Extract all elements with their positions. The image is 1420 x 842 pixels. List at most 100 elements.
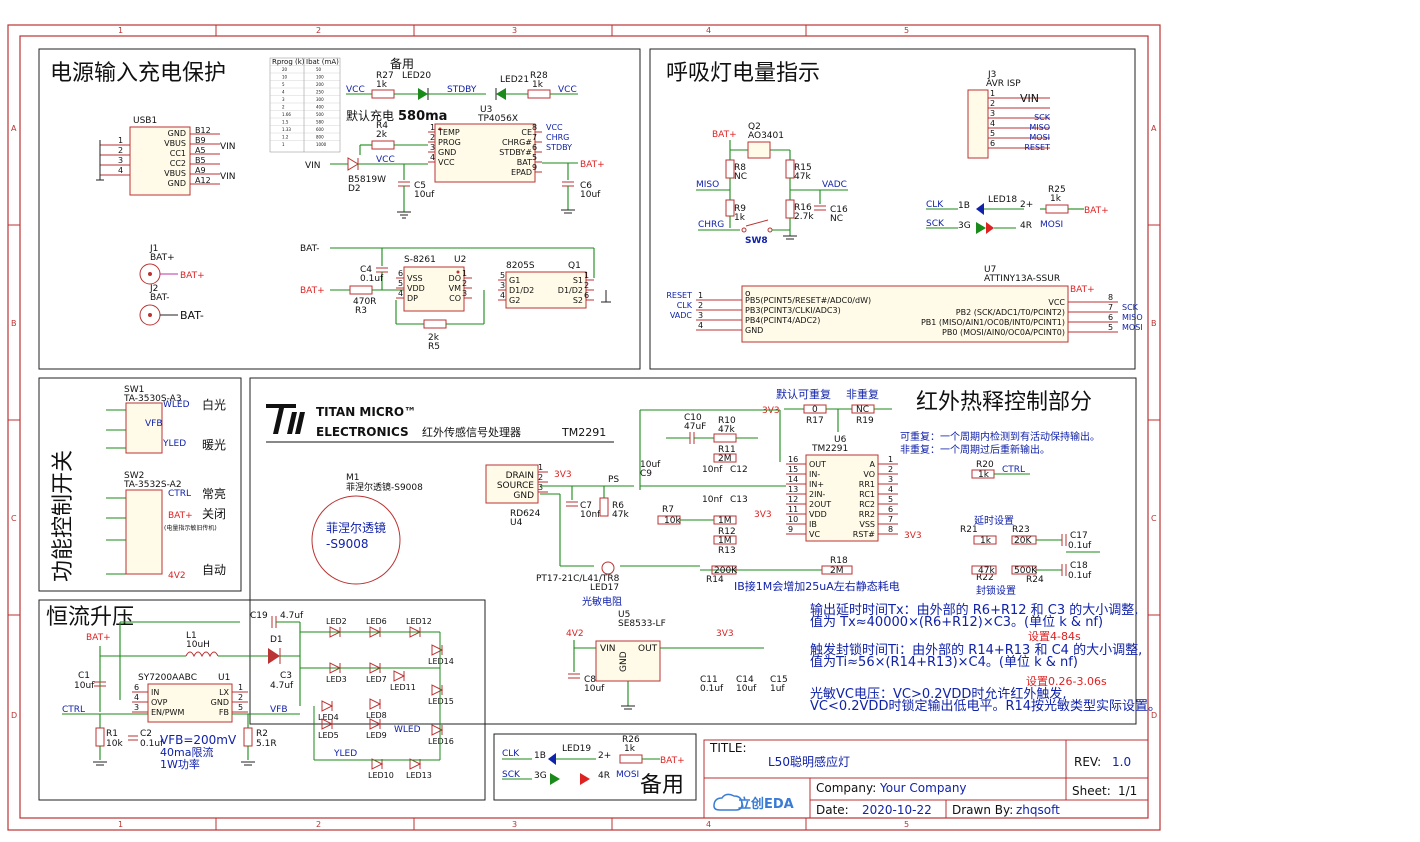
- col-label: 5: [904, 26, 909, 35]
- pin-name: VCC: [1048, 298, 1065, 307]
- svg-text:R21: R21: [960, 525, 978, 535]
- svg-text:C17: C17: [1070, 531, 1088, 541]
- svg-text:4R: 4R: [1020, 221, 1032, 231]
- col-label: 4: [706, 820, 711, 829]
- svg-text:R6: R6: [612, 501, 624, 511]
- svg-text:暖光: 暖光: [202, 438, 226, 452]
- svg-text:2.7k: 2.7k: [794, 212, 814, 222]
- net-label: VIN: [1020, 92, 1039, 105]
- net-vcc: VCC: [346, 85, 365, 95]
- frame-labels: 1 2 3 4 5 1 2 3 4 5 A B C D A B C D: [11, 26, 1157, 829]
- pin-number: 1: [584, 271, 589, 280]
- svg-text:C8: C8: [584, 675, 596, 685]
- pin-name: DP: [407, 294, 418, 303]
- pin-number: 1: [990, 89, 995, 98]
- pin-name: GND: [438, 148, 456, 157]
- svg-text:U2: U2: [454, 255, 466, 265]
- svg-text:10uf: 10uf: [736, 684, 757, 694]
- svg-text:S-8261: S-8261: [404, 255, 436, 265]
- svg-text:R27: R27: [376, 71, 394, 81]
- col-label: 4: [706, 26, 711, 35]
- pin-name: RC1: [859, 490, 875, 499]
- svg-text:BAT+: BAT+: [180, 271, 205, 281]
- led-ref: LED15: [428, 697, 454, 706]
- pin-name: RR2: [859, 510, 875, 519]
- pin-name: CC2: [170, 159, 186, 168]
- pin-number: 3: [698, 311, 703, 320]
- svg-text:SW2: SW2: [124, 471, 144, 481]
- gnd-symbol: [783, 235, 797, 240]
- svg-text:VIN: VIN: [220, 142, 236, 152]
- pin-number: 6: [134, 683, 139, 692]
- col-label: 2: [316, 820, 321, 829]
- pin-number: 1: [118, 136, 123, 145]
- ir-panel: [249, 377, 1137, 725]
- pin-name: PB1 (MISO/AIN1/OC0B/INT0/PCINT1): [921, 318, 1065, 327]
- svg-text:1k: 1k: [376, 80, 388, 90]
- table-cell: 1.66: [282, 112, 291, 117]
- pin-number: 2: [538, 473, 543, 482]
- pin-name: GND: [168, 179, 186, 188]
- table-cell: 1.33: [282, 127, 291, 132]
- table-cell: 5: [282, 82, 285, 87]
- svg-text:BAT+: BAT+: [86, 633, 111, 643]
- pin-number: 7: [532, 133, 537, 142]
- resistor-r10: [713, 433, 737, 443]
- svg-text:C12: C12: [730, 465, 748, 475]
- section-title-switch: 功能控制开关: [51, 450, 76, 582]
- resistor-r12: [713, 515, 737, 525]
- pin-name: FB: [219, 708, 229, 717]
- svg-text:1k: 1k: [532, 80, 544, 90]
- usb-ref: USB1: [133, 116, 157, 126]
- svg-text:470R: 470R: [353, 297, 376, 307]
- svg-text:3G: 3G: [534, 771, 547, 781]
- pin-number: 6: [1108, 313, 1113, 322]
- svg-text:R16: R16: [794, 203, 812, 213]
- svg-text:MOSI: MOSI: [1040, 220, 1063, 230]
- resistor-r2: [243, 727, 253, 747]
- section-title-boost: 恒流升压: [46, 605, 134, 630]
- pin-number: 3: [538, 483, 543, 492]
- date: 2020-10-22: [862, 803, 932, 817]
- pin-number: 2: [462, 279, 467, 288]
- section-title-spare: 备用: [640, 773, 684, 798]
- svg-text:4R: 4R: [598, 771, 610, 781]
- pin-number: 1: [538, 463, 543, 472]
- pin-number: 6: [584, 291, 589, 300]
- led18-blue-icon: [976, 203, 984, 215]
- svg-text:VFB: VFB: [270, 705, 288, 715]
- svg-text:VFB=200mV: VFB=200mV: [160, 733, 237, 747]
- svg-text:C5: C5: [414, 181, 426, 191]
- table-cell: 300: [316, 97, 324, 102]
- resistor-r4: [371, 140, 395, 150]
- led-ref: LED9: [366, 731, 387, 740]
- svg-text:200K: 200K: [714, 566, 738, 576]
- svg-text:J1: J1: [149, 244, 158, 254]
- pin-number: A5: [195, 146, 206, 155]
- svg-text:R19: R19: [856, 416, 874, 426]
- svg-text:3V3: 3V3: [554, 470, 572, 480]
- svg-text:C14: C14: [736, 675, 754, 685]
- svg-text:关闭: 关闭: [202, 507, 226, 521]
- svg-text:延时设置: 延时设置: [974, 515, 1014, 527]
- svg-text:3G: 3G: [958, 221, 971, 231]
- pin-number: 8: [888, 525, 893, 534]
- svg-text:BAT+: BAT+: [1084, 206, 1109, 216]
- svg-text:R22: R22: [976, 573, 994, 583]
- resistor-r21: [973, 535, 997, 545]
- svg-text:BAT-: BAT-: [300, 244, 320, 254]
- svg-text:R10: R10: [718, 416, 736, 426]
- pin-number: 4: [134, 693, 139, 702]
- led-ref: LED14: [428, 657, 454, 666]
- svg-text:VADC: VADC: [822, 180, 847, 190]
- lceda-logo: 立创EDA: [713, 793, 794, 812]
- frame-col-dividers: [8, 25, 1160, 830]
- svg-text:CTRL: CTRL: [168, 489, 191, 499]
- pin-name: IN-: [809, 470, 820, 479]
- svg-text:C10: C10: [684, 413, 702, 423]
- led18-green-icon: [976, 222, 986, 234]
- pin-name: 2IN-: [809, 490, 825, 499]
- svg-text:BAT+: BAT+: [712, 130, 737, 140]
- resistor-r16: [785, 199, 795, 219]
- pin-name: TEMP: [437, 128, 460, 137]
